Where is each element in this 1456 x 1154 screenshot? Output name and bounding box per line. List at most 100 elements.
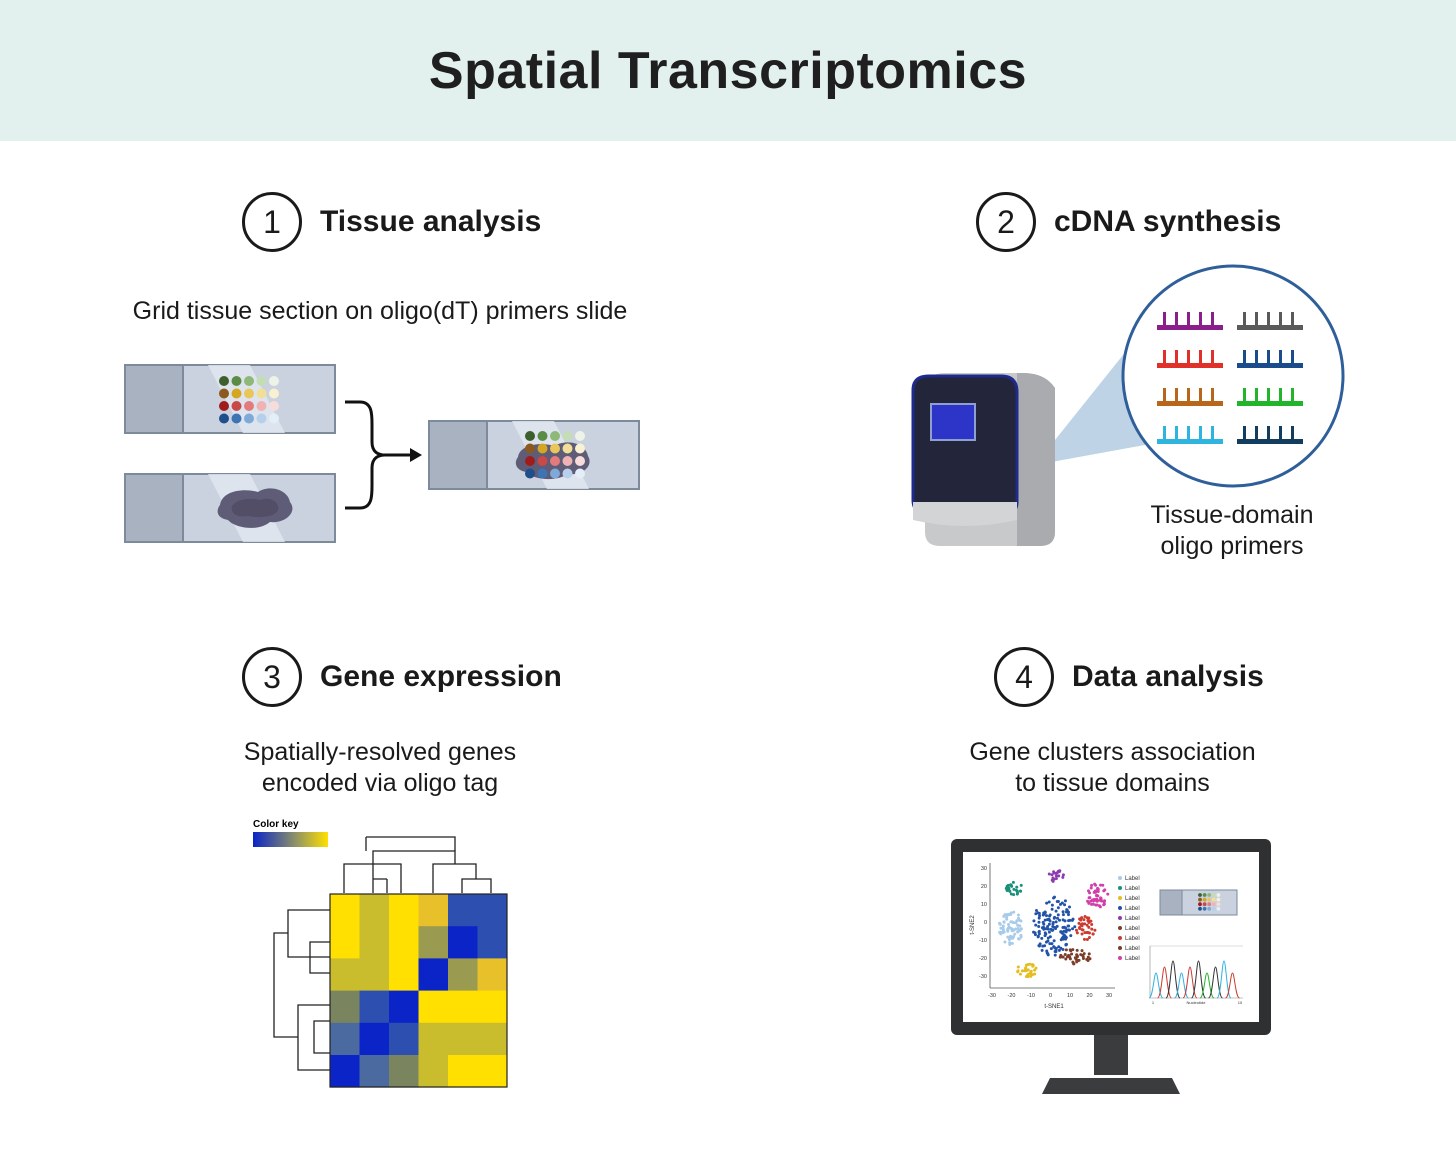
tsne-point [1063,903,1067,907]
primer-spot [269,413,279,424]
tsne-point [1006,922,1010,926]
tsne-point [1075,931,1079,935]
tsne-point [1102,903,1106,907]
tsne-point [1095,889,1099,893]
tsne-point [1071,927,1075,931]
step-2-header: 2 cDNA synthesis [976,192,1281,252]
tsne-point [1050,903,1054,907]
primer-spot [1216,897,1221,902]
tsne-point [1071,948,1075,952]
tsne-point [1009,911,1013,915]
row-dendrogram [273,909,330,1071]
tsne-x-tick: -10 [1027,993,1035,999]
step-4-subtitle-line2: to tissue domains [1015,769,1210,797]
trace-peak [1165,960,1181,999]
tsne-point [998,930,1002,934]
heatmap-cell [389,894,419,927]
heatmap-cell [418,894,449,927]
tsne-point [1073,925,1077,929]
legend-label: Label [1125,916,1140,922]
tsne-point [1016,926,1020,930]
tsne-point [1034,923,1038,927]
primer-spot [244,401,254,411]
tsne-point [1044,914,1048,918]
tsne-point [1082,937,1086,941]
tsne-point [1098,898,1102,902]
primer-spot [1216,902,1221,907]
tsne-point [1059,953,1063,957]
tsne-point [1091,932,1095,936]
tsne-point [1046,927,1050,931]
heatmap-cell [330,990,360,1024]
legend-swatch [1118,936,1122,940]
heatmap-cell [477,1022,508,1056]
merge-bracket [345,400,386,510]
oligo-primer-icon [1157,426,1223,444]
heatmap-cell [389,1055,419,1088]
tsne-point [1011,880,1015,884]
legend-swatch [1118,916,1122,920]
tsne-point [1080,928,1084,932]
primer-spot [1207,893,1212,897]
legend-label: Label [1125,886,1140,892]
heatmap-cell [448,990,478,1024]
slide-grid-illustration [124,364,640,543]
heatmap-cell [448,1022,478,1056]
tsne-point [1087,919,1091,923]
tsne-point [1043,934,1047,938]
primer-spot [575,468,585,479]
tsne-point [1087,925,1091,929]
primer-spot [1216,906,1221,911]
heatmap-cell [330,1022,360,1056]
tsne-point [1056,913,1060,917]
tsne-point [1097,904,1101,908]
primer-spot [525,443,535,454]
tsne-y-tick: -20 [979,956,987,962]
heatmap-cell [330,926,360,959]
tsne-point [1106,892,1110,896]
tsne-point [1063,919,1067,923]
tsne-point [1093,928,1097,932]
step-1-header: 1 Tissue analysis [242,192,541,252]
heatmap-cell [359,1055,390,1088]
heatmap-cell [477,894,508,927]
tsne-point [1067,954,1071,958]
tsne-point [1050,878,1054,882]
tsne-point [1065,908,1069,912]
step-4-subtitle: Gene clusters association to tissue doma… [940,737,1285,799]
tsne-point [1017,916,1021,920]
tsne-point [1015,885,1019,889]
tsne-point [1050,873,1054,877]
tsne-point [1085,916,1089,920]
tsne-point [1036,935,1040,939]
tsne-point [1001,926,1005,930]
tsne-point [1029,969,1033,973]
trace-peak [1216,960,1232,999]
tsne-point [1066,910,1070,914]
primer-spot [244,376,254,386]
tsne-point [1083,931,1087,935]
legend-swatch [1118,926,1122,930]
primer-spot [537,431,548,441]
tsne-point [1090,923,1094,927]
mini-slide [1159,889,1238,916]
tsne-point [1053,949,1057,953]
tsne-point [1099,883,1103,887]
tsne-x-tick: 10 [1067,993,1073,999]
tsne-point [1077,958,1081,962]
tsne-point [1085,923,1089,927]
tsne-point [1052,896,1056,900]
tsne-point [1080,922,1084,926]
combined-slide [428,420,640,490]
heatmap-cell [389,1022,419,1056]
tsne-point [1088,891,1092,895]
tsne-point [1053,953,1057,957]
tsne-point [1033,931,1037,935]
tsne-point [1054,876,1058,880]
tsne-point [1101,883,1105,887]
tsne-point [1082,918,1086,922]
sequencing-trace: Nucleotide 1 10 [1148,945,1243,1005]
legend-swatch [1118,876,1122,880]
primer-spot [562,443,573,454]
